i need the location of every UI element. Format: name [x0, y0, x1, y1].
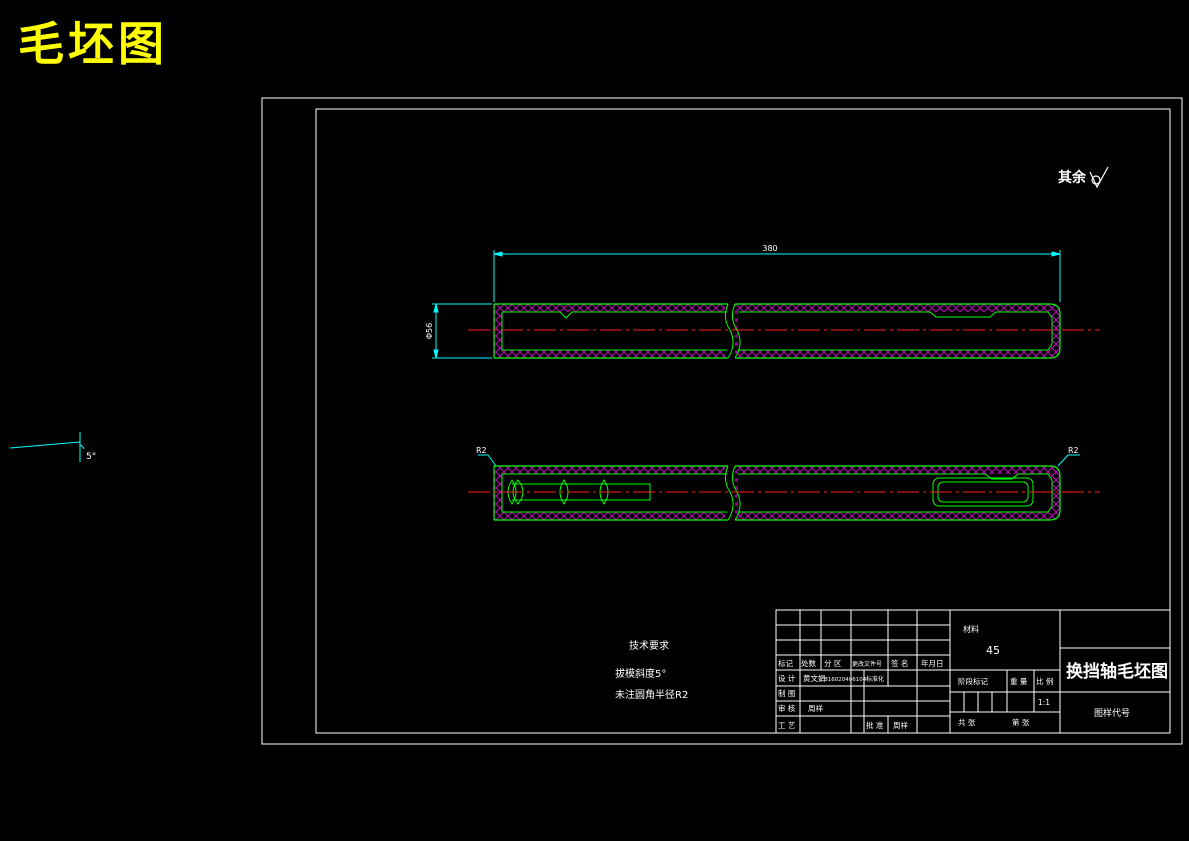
hdr-mark: 标记 — [778, 658, 793, 668]
draft-angle-sketch — [9, 432, 85, 462]
hdr-date: 年月日 — [921, 658, 944, 668]
outer-frame — [261, 97, 1183, 745]
radius-right-label: R2 — [1068, 446, 1079, 455]
row-process: 工 艺 — [778, 721, 795, 730]
shaft-front-view — [468, 303, 1100, 359]
diameter-dimension — [432, 303, 492, 359]
drawing-name: 换挡轴毛坯图 — [1066, 661, 1168, 682]
sheet-number: 第 张 — [1012, 717, 1030, 727]
big-title: 毛坯图 — [18, 17, 168, 71]
student-id: B16020406104 — [824, 677, 867, 683]
weight-label: 重 量 — [1010, 677, 1028, 686]
length-dimension-value: 380 — [762, 244, 777, 253]
radius-left-label: R2 — [476, 446, 487, 455]
diameter-dimension-value: Φ56 — [425, 323, 434, 339]
tech-req-line1: 拔模斜度5° — [615, 667, 666, 680]
title-block-text: 标记 处数 分 区 更改文件号 签 名 年月日 设 计 黄文娟 B1602040… — [778, 624, 1168, 730]
approver-name: 周祥 — [893, 720, 908, 730]
row-review: 审 核 — [778, 703, 796, 713]
material-label: 材料 — [963, 624, 979, 634]
length-dimension — [493, 250, 1061, 302]
roughness-symbol-icon — [1089, 166, 1109, 189]
hdr-change-doc: 更改文件号 — [852, 660, 882, 668]
title-block — [775, 609, 1171, 734]
drawing-code-label: 图样代号 — [1094, 707, 1130, 719]
row-design: 设 计 — [778, 673, 796, 683]
roughness-note: 其余 — [1058, 169, 1087, 186]
approve-label: 批 准 — [866, 720, 884, 730]
designer-name: 黄文娟 — [803, 673, 826, 683]
row-draw: 制 图 — [778, 688, 795, 698]
draft-angle-label: 5° — [86, 452, 96, 462]
stage-mark-label: 阶段标记 — [958, 676, 988, 686]
material-value: 45 — [986, 644, 1000, 657]
radius-leaders — [478, 454, 1080, 467]
hdr-count: 处数 — [801, 658, 816, 668]
hdr-zone: 分 区 — [824, 659, 842, 668]
inner-frame — [315, 108, 1171, 734]
sheets-total: 共 张 — [958, 718, 976, 727]
shaft-section-view — [468, 465, 1100, 521]
scale-value: 1:1 — [1038, 698, 1050, 707]
tech-req-line2: 未注圆角半径R2 — [615, 688, 688, 701]
standardize-label: 标准化 — [866, 675, 884, 683]
reviewer-name: 周祥 — [808, 703, 823, 713]
hdr-sign: 签 名 — [891, 658, 908, 668]
scale-label: 比 例 — [1036, 676, 1053, 686]
tech-req-heading: 技术要求 — [629, 639, 669, 652]
